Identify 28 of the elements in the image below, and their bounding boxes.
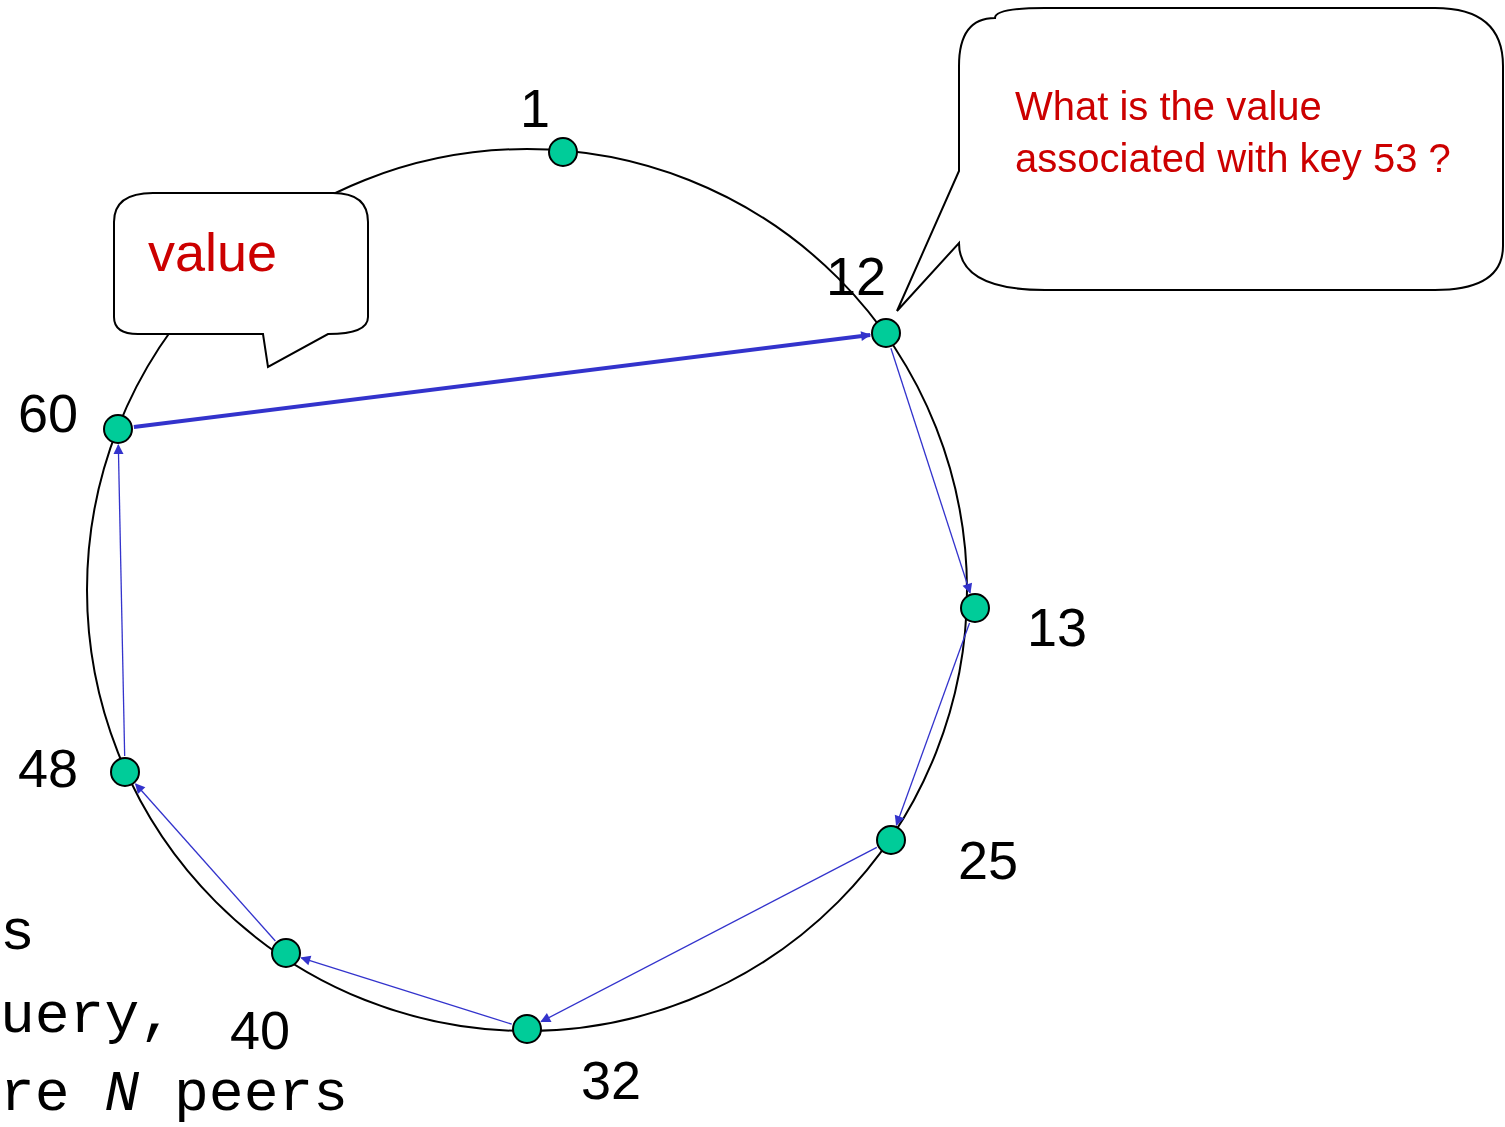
callout-text: value [148, 221, 279, 284]
peer-node [271, 938, 301, 968]
node-id-label: 48 [17, 741, 79, 795]
peer-node [871, 318, 901, 348]
arrow [113, 444, 126, 757]
arrow [890, 347, 973, 594]
node-id-label: 40 [229, 1003, 291, 1057]
callout-text: What is the value associated with key 53 ? [1015, 83, 1452, 182]
peer-node [103, 414, 133, 444]
node-id-label: 1 [520, 81, 550, 135]
node-id-label: 12 [825, 249, 887, 303]
node-id-label: 60 [17, 386, 79, 440]
body-text: s [0, 905, 35, 963]
body-text: re N peers [0, 1066, 349, 1124]
body-text: uery, [0, 988, 175, 1046]
arrow [540, 846, 878, 1023]
node-id-label: 13 [1026, 600, 1088, 654]
peer-node [512, 1014, 542, 1044]
node-id-label: 32 [580, 1053, 642, 1107]
peer-node [960, 593, 990, 623]
arrow [133, 331, 872, 429]
arrow [894, 622, 971, 826]
node-id-label: 25 [957, 833, 1019, 887]
peer-node [110, 757, 140, 787]
peer-node [876, 825, 906, 855]
peer-node [548, 137, 578, 167]
arrow [134, 783, 276, 942]
arrow [300, 955, 513, 1025]
